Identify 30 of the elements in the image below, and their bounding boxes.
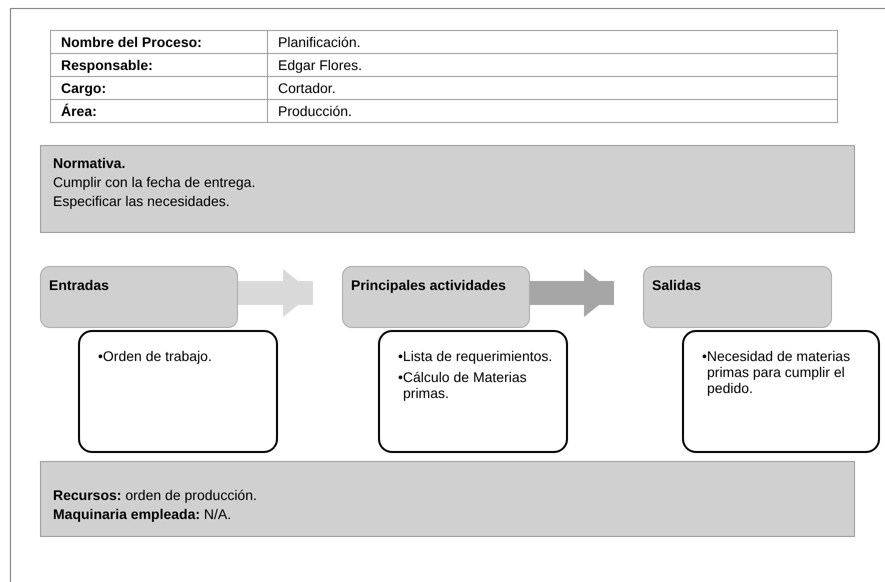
band-text: Cumplir con la fecha de entrega. xyxy=(53,173,256,192)
block-arrow xyxy=(238,269,313,317)
normativa-band xyxy=(40,145,855,233)
bullet-item: •Necesidad de materias primas para cumplir el pedido. xyxy=(702,348,852,396)
detail-box xyxy=(378,330,568,453)
field-value-cell: Producción. xyxy=(268,100,838,122)
detail-box xyxy=(78,330,278,453)
detail-box xyxy=(682,330,880,453)
field-value-cell: Cortador. xyxy=(268,76,838,100)
band-text: Especificar las necesidades. xyxy=(53,192,231,211)
stage-title: Salidas xyxy=(652,277,702,293)
bullet-item: •Cálculo de Materias primas. xyxy=(398,369,528,401)
resources-band xyxy=(40,461,855,537)
block-arrow xyxy=(530,269,614,317)
band-text: Recursos: orden de producción. xyxy=(53,486,258,505)
field-value-cell: Planificación. xyxy=(268,30,838,54)
field-value-cell: Edgar Flores. xyxy=(268,54,838,76)
field-name-cell: Responsable: xyxy=(50,54,268,76)
stage-title: Principales actividades xyxy=(351,277,507,293)
stage-title: Entradas xyxy=(49,277,110,293)
stage-box xyxy=(342,266,530,328)
bullet-item: •Lista de requerimientos. xyxy=(398,348,554,364)
field-name-cell: Área: xyxy=(50,100,268,122)
band-text: Maquinaria empleada: N/A. xyxy=(53,505,232,524)
band-heading: Normativa. xyxy=(53,154,126,173)
bullet-item: •Orden de trabajo. xyxy=(98,348,213,364)
field-name-cell: Cargo: xyxy=(50,76,268,100)
stage-box xyxy=(643,266,832,328)
field-name-cell: Nombre del Proceso: xyxy=(50,30,268,54)
stage-box xyxy=(40,266,238,328)
